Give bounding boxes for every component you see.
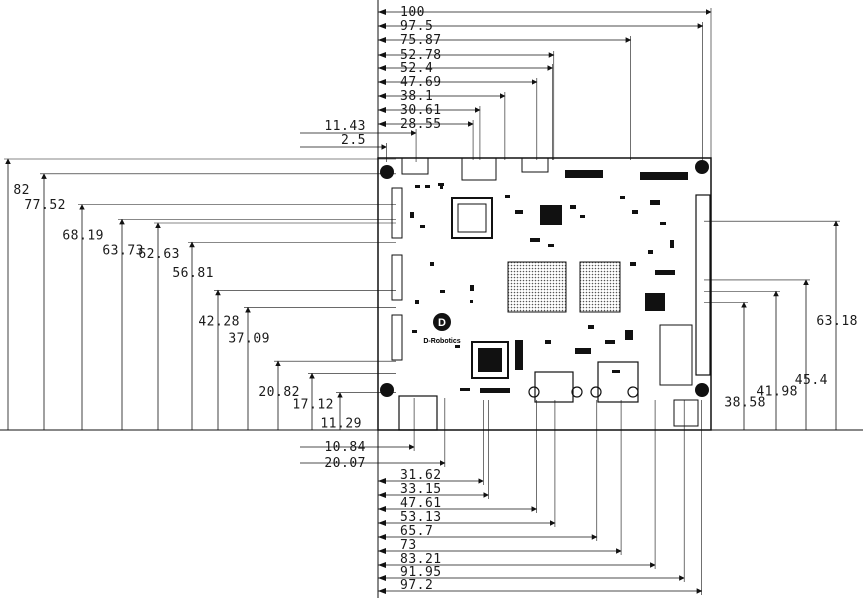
- top-dimension-tick: [378, 23, 386, 29]
- right-dimension-label: 41.98: [756, 384, 798, 399]
- top-dimension-label: 75.87: [400, 33, 442, 48]
- bottom-dimension-tick: [378, 562, 386, 568]
- top-dimension-tick: [378, 9, 386, 15]
- top-dimension-label: 97.5: [400, 19, 433, 34]
- bottom-dimension-tick: [378, 534, 386, 540]
- usb-port: [534, 371, 574, 403]
- bottom-dimension-label: 83.21: [400, 552, 442, 567]
- left-dimension-label: 17.12: [292, 397, 334, 412]
- bottom-dimension-tick: [378, 548, 386, 554]
- top-connector-3: [521, 157, 549, 173]
- top-connector-5: [565, 170, 603, 178]
- bottom-dimension-label: 53.13: [400, 510, 442, 525]
- top-dimension-label: 52.78: [400, 48, 442, 63]
- left-dimension-label: 62.63: [138, 247, 180, 262]
- right-dimension-label: 63.18: [816, 314, 858, 329]
- power-jack: [398, 395, 438, 431]
- brand-logo-letter: D: [438, 317, 446, 329]
- qfp-chip-upper: [451, 197, 493, 239]
- bottom-left-dimension-label: 20.07: [324, 456, 366, 471]
- right-dimension-label: 38.58: [724, 395, 766, 410]
- round-component-3: [590, 386, 602, 398]
- left-dimension-label: 20.82: [258, 385, 300, 400]
- left-connector-2: [391, 254, 403, 301]
- brand-logo-text: D-Robotics: [423, 338, 460, 345]
- top-dimension-label: 100: [400, 5, 425, 20]
- bottom-dimension-label: 91.95: [400, 565, 442, 580]
- top-dimension-tick: [378, 79, 386, 85]
- brand-logo-mark: [433, 313, 451, 331]
- bottom-dimension-label: 65.7: [400, 524, 433, 539]
- top-dimension-label: 47.69: [400, 75, 442, 90]
- bottom-dimension-label: 73: [400, 538, 417, 553]
- bottom-dimension-tick: [378, 588, 386, 594]
- bottom-dimension-label: 31.62: [400, 468, 442, 483]
- round-component-4: [627, 386, 639, 398]
- soc-bga-chip: [507, 261, 567, 313]
- top-dimension-tick: [378, 121, 386, 127]
- mounting-hole-bottom-left: [380, 383, 394, 397]
- top-left-dimension-label: 11.43: [324, 119, 366, 134]
- mounting-hole-bottom-right: [695, 383, 709, 397]
- left-connector: [391, 187, 403, 239]
- top-dimension-tick: [378, 52, 386, 58]
- bottom-dimension-tick: [378, 520, 386, 526]
- left-dimension-label: 56.81: [172, 266, 214, 281]
- bottom-dimension-tick: [378, 506, 386, 512]
- usb-c-port: [673, 399, 699, 427]
- top-dimension-label: 30.61: [400, 103, 442, 118]
- memory-bga-chip: [579, 261, 621, 313]
- top-connector-1: [401, 157, 429, 175]
- top-left-dimension-group: 11.432.5: [300, 119, 417, 162]
- left-dimension-label: 11.29: [320, 417, 362, 432]
- left-dimension-label: 63.73: [102, 243, 144, 258]
- small-chip-2: [645, 293, 665, 311]
- top-dimension-label: 38.1: [400, 89, 433, 104]
- bottom-dimension-tick: [378, 478, 386, 484]
- top-connector-2: [461, 157, 497, 181]
- bottom-dimension-tick: [378, 492, 386, 498]
- mounting-hole-top-right: [695, 160, 709, 174]
- qfp-chip-lower: [471, 341, 509, 379]
- top-dimension-tick: [378, 37, 386, 43]
- bottom-left-dimension-label: 10.84: [324, 440, 366, 455]
- top-dimension-tick: [378, 65, 386, 71]
- bottom-dimension-tick: [378, 575, 386, 581]
- top-dimension-label: 28.55: [400, 117, 442, 132]
- passive-components: [410, 183, 675, 393]
- left-dimension-label: 77.52: [24, 198, 66, 213]
- bottom-dimension-label: 47.61: [400, 496, 442, 511]
- small-chip-1: [540, 205, 562, 225]
- top-connector-4: [640, 172, 688, 180]
- brand-logo: D D-Robotics: [423, 313, 461, 345]
- pcb-board: D D-Robotics: [377, 157, 712, 431]
- left-connector-3: [391, 314, 403, 361]
- round-component-1: [528, 386, 540, 398]
- top-dimension-label: 52.4: [400, 61, 433, 76]
- left-dimension-label: 42.28: [198, 314, 240, 329]
- top-left-dimension-label: 2.5: [341, 133, 366, 148]
- gpio-header: [695, 194, 711, 376]
- left-dimension-label: 37.09: [228, 331, 270, 346]
- round-component-2: [571, 386, 583, 398]
- left-dimension-label: 82: [13, 183, 30, 198]
- right-dimension-label: 45.4: [795, 373, 828, 388]
- top-dimension-tick: [378, 107, 386, 113]
- left-dimension-label: 68.19: [62, 229, 104, 244]
- bottom-dimension-label: 33.15: [400, 482, 442, 497]
- top-dimension-tick: [378, 93, 386, 99]
- bottom-dimension-label: 97.2: [400, 578, 433, 593]
- mounting-hole-top-left: [380, 165, 394, 179]
- bottom-connector: [659, 324, 693, 386]
- ethernet-port: [597, 361, 639, 403]
